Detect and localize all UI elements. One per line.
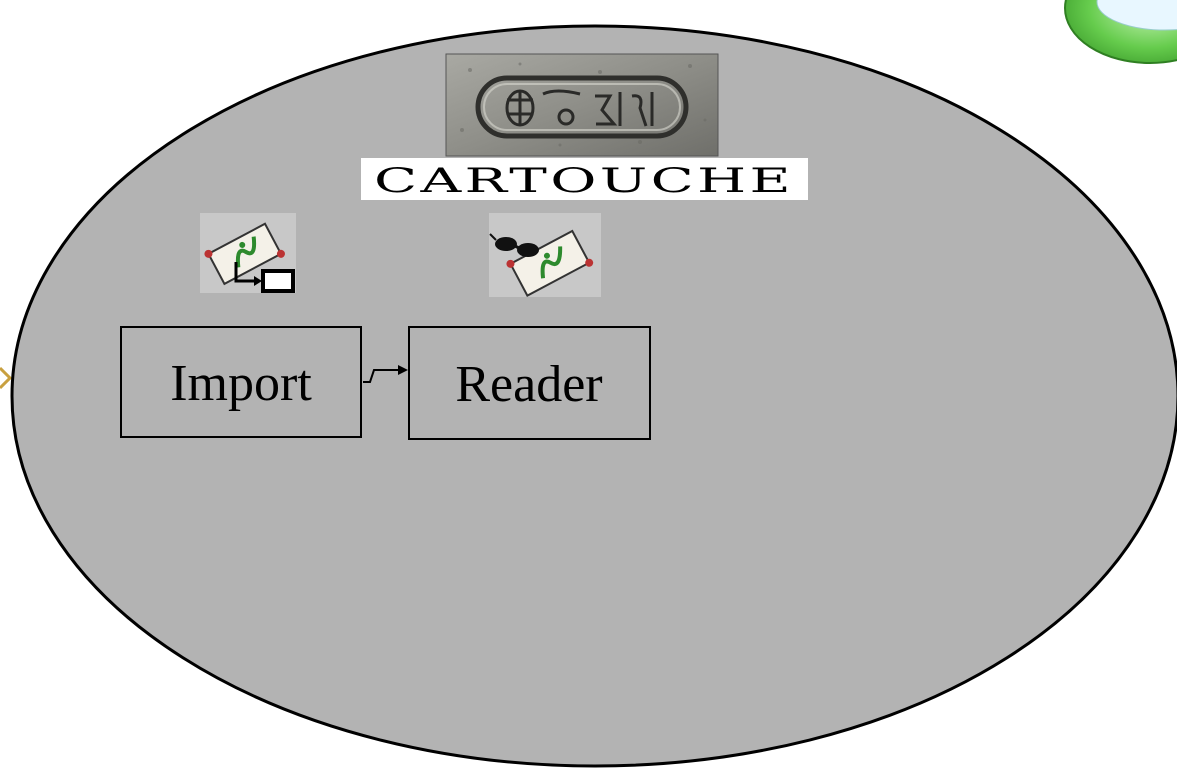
import-node: Import — [120, 326, 362, 438]
cartouche-word: CARTOUCHE — [374, 161, 794, 201]
scarab-glyph-icon — [505, 89, 535, 127]
sunglasses-icon — [489, 233, 539, 257]
cartouche-wordmark: CARTOUCHE — [361, 158, 808, 201]
reader-node: Reader — [408, 326, 651, 440]
cartouche-ring — [475, 75, 689, 139]
left-edge-arrow — [0, 366, 13, 390]
corner-badge — [1064, 0, 1177, 64]
loop-glyph-icon — [542, 89, 581, 126]
scroll-export-icon — [200, 213, 296, 293]
scroll-reader-icon — [489, 213, 601, 297]
reader-label: Reader — [455, 356, 602, 413]
figure-glyph-icon — [595, 92, 654, 127]
cartouche-logo — [445, 53, 719, 157]
import-label: Import — [170, 355, 312, 412]
import-to-reader-arrow — [363, 365, 408, 383]
